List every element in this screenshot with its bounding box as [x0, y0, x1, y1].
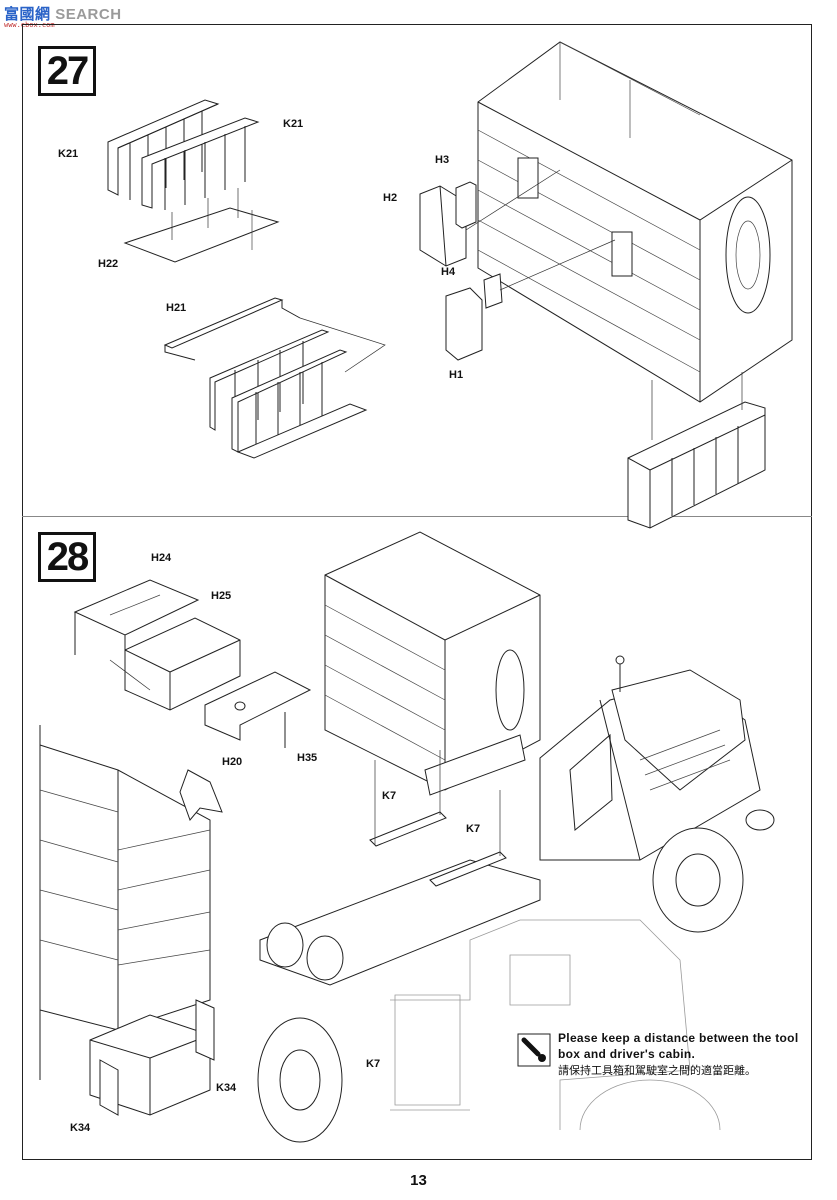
- k21-rack-assembly: [108, 100, 278, 262]
- k7-bracket-a: [370, 812, 446, 846]
- door-hinge-plate: [518, 158, 538, 198]
- part-label-h3: H3: [435, 154, 450, 166]
- page-number: 13: [410, 1172, 427, 1189]
- cargo-box-27: [478, 42, 792, 402]
- toolbox-exploded: [75, 580, 310, 748]
- part-label-h1: H1: [449, 369, 464, 381]
- part-label-h20: H20: [222, 756, 243, 768]
- note-text-english: Please keep a distance between the tool …: [558, 1031, 799, 1061]
- rear-cargo-body-28: [40, 725, 222, 1115]
- watermark-english: SEARCH: [55, 6, 122, 23]
- watermark-chinese: 富國網: [4, 6, 51, 23]
- note-text-chinese: 請保持工具箱和駕駛室之間的適當距離。: [558, 1064, 756, 1077]
- part-label-k21: K21: [283, 118, 304, 130]
- truck-28: [258, 532, 774, 1142]
- k34-bracket-left: [100, 1060, 118, 1115]
- h21-rack-back: [210, 330, 328, 430]
- part-label-h4: H4: [441, 266, 456, 278]
- h21-rack-assembly: [165, 298, 385, 458]
- chassis-frame: [260, 860, 540, 985]
- part-label-h22: H22: [98, 258, 119, 270]
- part-label-h2: H2: [383, 192, 398, 204]
- h-parts-27: [420, 170, 615, 360]
- spare-wheel: [726, 197, 770, 313]
- watermark-url: www.ebox.com: [4, 21, 55, 29]
- step-number-27: 27: [38, 46, 96, 96]
- insert-arrow: [180, 770, 222, 820]
- rear-rack: [628, 402, 765, 528]
- h24-lid: [75, 580, 198, 635]
- headlight: [746, 810, 774, 830]
- part-label-k7: K7: [466, 823, 481, 835]
- door-hinge-plate-2: [612, 232, 632, 276]
- h1-part: [446, 288, 482, 360]
- h25-box: [125, 618, 240, 710]
- h22-floor-plate: [125, 208, 278, 262]
- step-divider: [22, 516, 812, 517]
- part-label-h21: H21: [166, 302, 187, 314]
- part-label-k7: K7: [382, 790, 397, 802]
- h3-part: [456, 182, 476, 228]
- watermark: 富國網 SEARCH: [4, 3, 122, 24]
- part-label-k34: K34: [70, 1122, 91, 1134]
- k7-bracket-b: [430, 852, 506, 886]
- glue-tube-icon: [518, 1034, 550, 1066]
- fuel-tank: [267, 923, 303, 967]
- k21-rack-right: [142, 118, 258, 208]
- step-number-28: 28: [38, 532, 96, 582]
- k34-bracket-right: [196, 1000, 214, 1060]
- h4-part: [484, 274, 502, 308]
- h21-rack-front: [232, 350, 346, 452]
- part-label-h25: H25: [211, 590, 232, 602]
- part-label-k21: K21: [58, 148, 79, 160]
- part-label-k7: K7: [366, 1058, 381, 1070]
- floor-28: [425, 735, 525, 795]
- part-label-h24: H24: [151, 552, 172, 564]
- ghost-side-view: [390, 920, 690, 1130]
- h20-door: [205, 672, 310, 740]
- cargo-box-28: [325, 532, 540, 790]
- engine-hood: [612, 670, 745, 790]
- spare-wheel-28: [496, 650, 524, 730]
- part-label-h35: H35: [297, 752, 318, 764]
- page-frame: [22, 24, 812, 1160]
- rear-rack-27: [628, 372, 765, 528]
- h21-floor: [238, 404, 366, 458]
- cab-window: [570, 735, 612, 830]
- part-label-k34: K34: [216, 1082, 237, 1094]
